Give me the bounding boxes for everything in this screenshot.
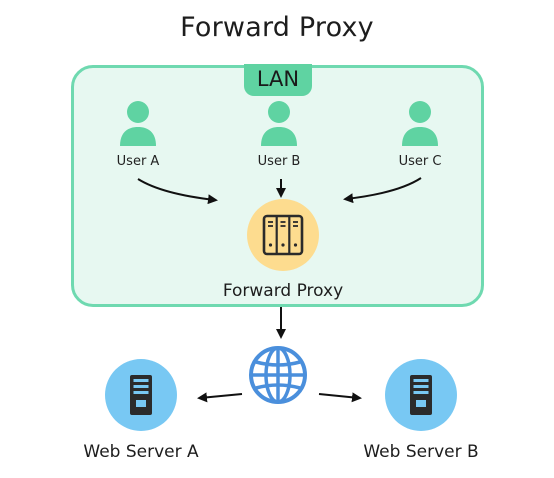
arrow-user-c-to-proxy — [343, 177, 422, 204]
user-b-label: User B — [257, 154, 301, 169]
arrow-internet-to-server-a — [197, 392, 243, 403]
user-c-label: User C — [398, 154, 442, 169]
web-server-b-node — [385, 359, 457, 431]
server-icon — [130, 375, 152, 415]
server-rack-icon — [262, 214, 304, 256]
user-a-label: User A — [116, 154, 160, 169]
arrow-user-a-to-proxy — [137, 178, 218, 205]
user-icon — [402, 101, 438, 146]
web-server-a-label: Web Server A — [83, 442, 199, 462]
web-server-a-node — [105, 359, 177, 431]
forward-proxy-label: Forward Proxy — [222, 281, 344, 301]
user-a: User A — [93, 100, 183, 169]
web-server-b-label: Web Server B — [363, 442, 479, 462]
lan-badge: LAN — [244, 64, 312, 96]
user-icon — [261, 101, 297, 146]
globe-icon — [249, 346, 307, 404]
diagram-title: Forward Proxy — [180, 12, 374, 43]
user-c: User C — [375, 100, 465, 169]
arrow-internet-to-server-b — [318, 392, 362, 403]
user-icon — [120, 101, 156, 146]
forward-proxy-node — [247, 199, 319, 271]
user-b: User B — [234, 100, 324, 169]
server-icon — [410, 375, 432, 415]
